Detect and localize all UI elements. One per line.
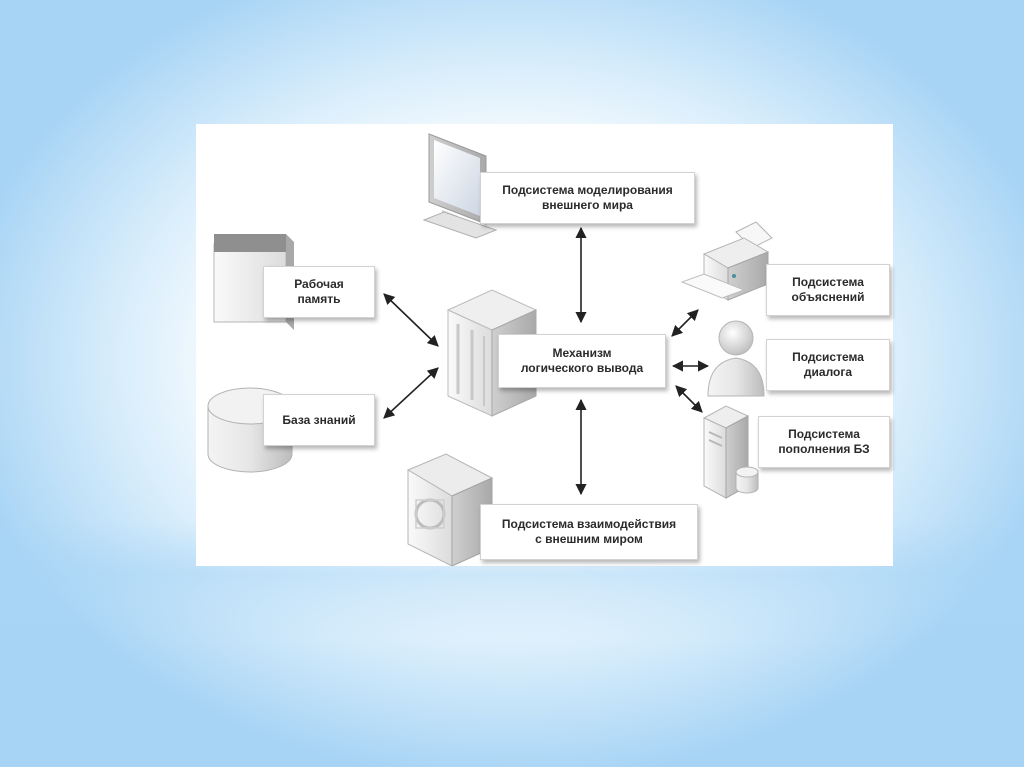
tower-computer-icon xyxy=(702,405,759,499)
node-working-memory-line-2: память xyxy=(297,292,341,306)
printer-icon xyxy=(680,221,773,301)
node-knowledge-base-line-1: База знаний xyxy=(282,412,356,427)
edge-inference-explanation xyxy=(671,309,699,337)
node-inference-line-2: логического вывода xyxy=(520,361,644,375)
node-modeling: Подсистема моделирования внешнего мира xyxy=(480,172,695,224)
edge-inference-working-memory xyxy=(383,293,439,347)
node-working-memory-line-1: Рабочая xyxy=(294,277,344,291)
node-kb-update-line-2: пополнения БЗ xyxy=(778,442,870,456)
node-interaction: Подсистема взаимодействия с внешним миро… xyxy=(480,504,698,560)
node-dialog: Подсистема диалога xyxy=(766,339,890,391)
node-interaction-line-2: с внешним миром xyxy=(535,532,643,546)
node-explanation-line-2: объяснений xyxy=(791,290,865,304)
diagram-panel: Подсистема моделирования внешнего мира Р… xyxy=(196,124,893,566)
node-explanation-line-1: Подсистема xyxy=(792,275,864,289)
connectors xyxy=(383,226,710,496)
node-interaction-line-1: Подсистема взаимодействия xyxy=(501,517,677,531)
node-modeling-line-2: внешнего мира xyxy=(542,198,633,212)
node-modeling-line-1: Подсистема моделирования xyxy=(502,183,673,197)
user-icon xyxy=(707,320,765,397)
edge-inference-knowledge-base xyxy=(383,367,439,419)
node-dialog-line-2: диалога xyxy=(803,365,853,379)
diagram-artwork xyxy=(207,133,773,566)
node-dialog-line-1: Подсистема xyxy=(792,350,864,364)
edge-inference-kb-update xyxy=(675,385,703,413)
node-inference-line-1: Механизм xyxy=(552,346,612,360)
node-knowledge-base: База знаний xyxy=(263,394,375,446)
node-kb-update-line-1: Подсистема xyxy=(788,427,860,441)
node-inference: Механизм логического вывода xyxy=(498,334,666,388)
node-kb-update: Подсистема пополнения БЗ xyxy=(758,416,890,468)
monitor-icon xyxy=(422,133,498,239)
node-working-memory: Рабочая память xyxy=(263,266,375,318)
node-explanation: Подсистема объяснений xyxy=(766,264,890,316)
